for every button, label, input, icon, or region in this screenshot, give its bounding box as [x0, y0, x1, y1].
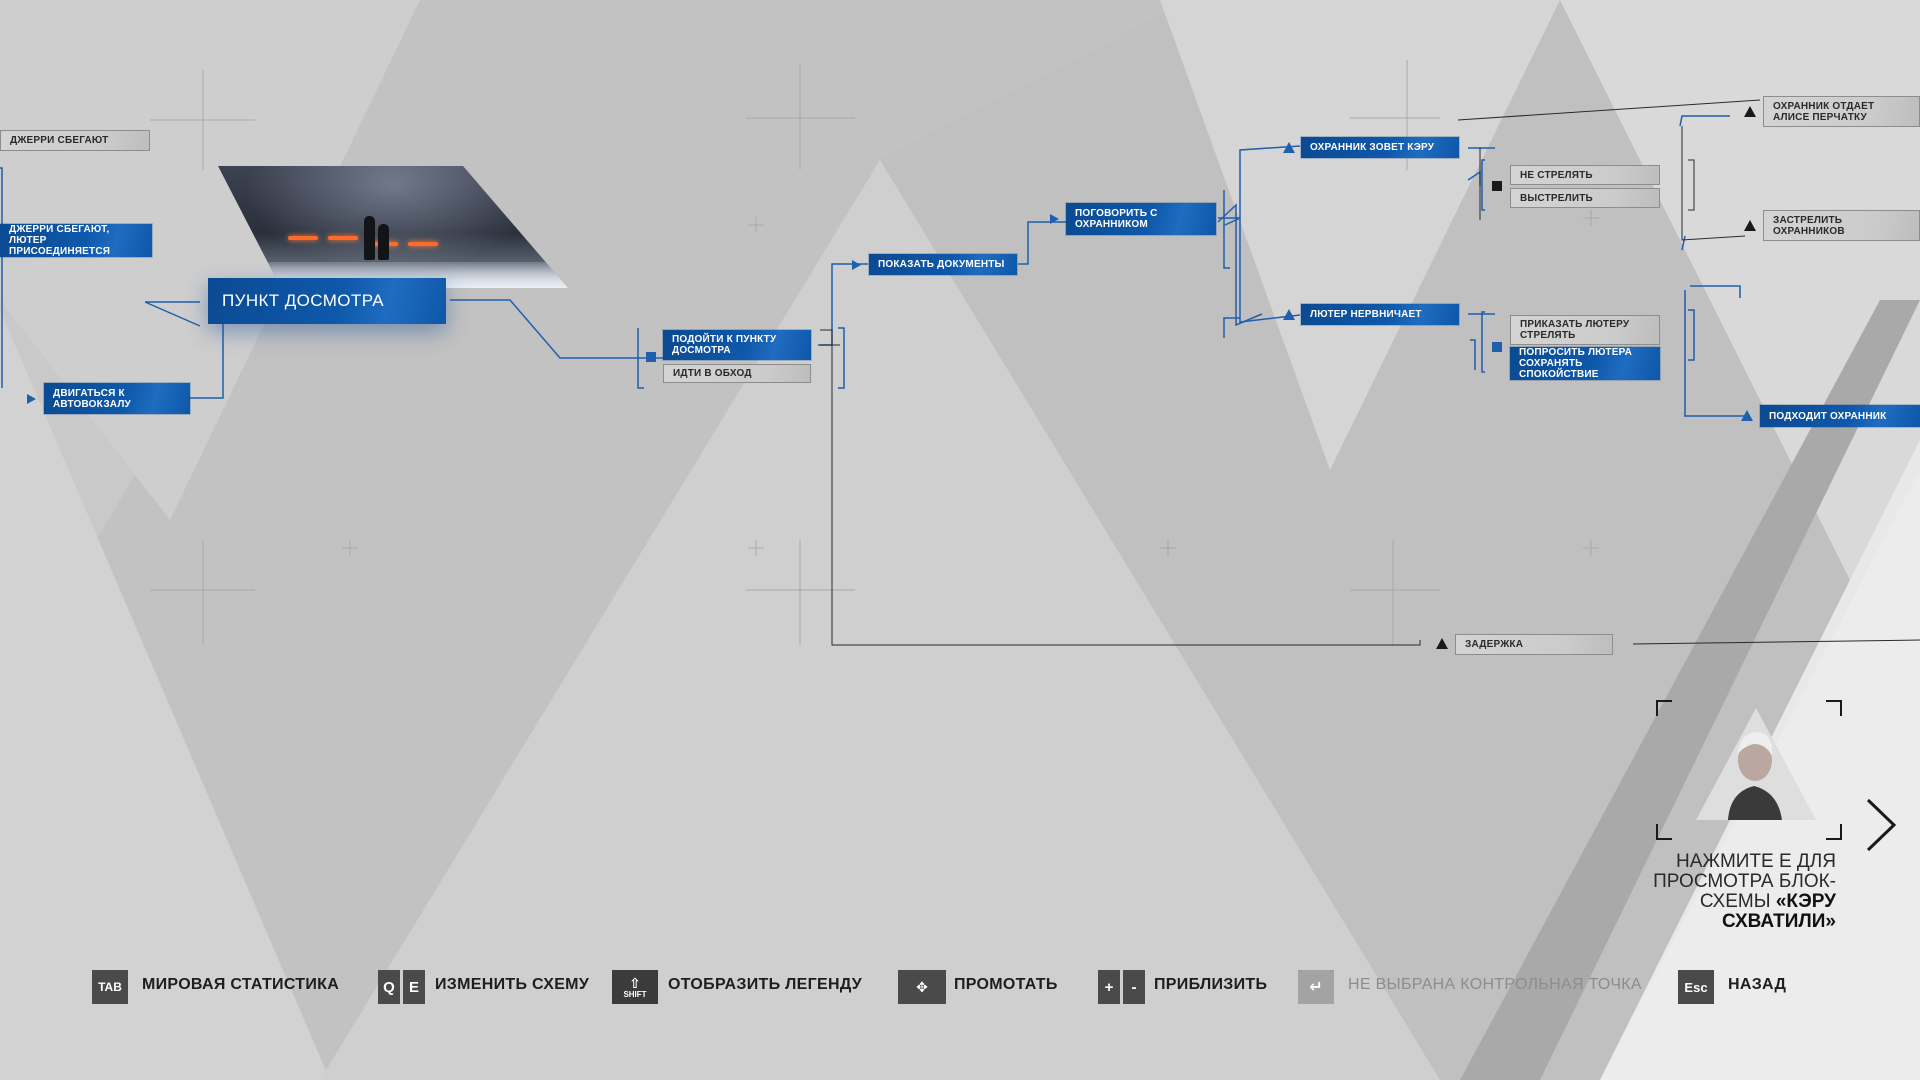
q-key[interactable]: Q — [378, 970, 400, 1004]
back-button[interactable]: Назад — [1728, 976, 1787, 993]
zoom-button[interactable]: Приблизить — [1154, 976, 1268, 993]
portrait-image — [1696, 708, 1816, 820]
node-go-around[interactable]: Идти в обход — [663, 364, 811, 383]
show-legend-button[interactable]: Отобразить легенду — [668, 976, 862, 993]
checkpoint-status: Не выбрана контрольная точка — [1348, 976, 1642, 993]
triangle-icon — [1744, 106, 1756, 117]
choice-icon — [646, 352, 656, 362]
node-talk-guard[interactable]: Поговорить с охранником — [1066, 203, 1216, 235]
change-scheme-button[interactable]: Изменить схему — [435, 976, 590, 993]
chevron-right-icon[interactable] — [1862, 796, 1902, 854]
enter-key-icon: ↵ — [1298, 970, 1334, 1004]
shift-key-label: SHIFT — [623, 989, 647, 999]
preview-chapter-name: «Кэру схватили» — [1721, 891, 1836, 932]
choice-icon — [1492, 181, 1502, 191]
esc-key[interactable]: Esc — [1678, 970, 1714, 1004]
arrow-icon — [27, 394, 36, 404]
triangle-icon — [1741, 410, 1753, 421]
move-icon[interactable]: ✥ — [898, 970, 946, 1004]
node-shoot-guards[interactable]: Застрелить охранников — [1763, 210, 1920, 241]
node-go-bus[interactable]: Двигаться к автовокзалу — [44, 383, 190, 414]
node-jerry-flee-luther[interactable]: Джерри сбегают, Лютер присоединяется — [0, 224, 152, 257]
zoom-plus-key[interactable]: + — [1098, 970, 1120, 1004]
preview-line1: Нажмите E для просмотра блок-схемы — [1653, 851, 1836, 912]
node-ask-luther-calm[interactable]: Попросить Лютера сохранять спокойствие — [1510, 347, 1660, 380]
node-jerry-flee[interactable]: Джерри сбегают — [0, 130, 150, 151]
node-shoot[interactable]: Выстрелить — [1510, 188, 1660, 208]
shift-arrow-icon: ⇧ — [629, 974, 641, 991]
arrow-icon — [852, 260, 861, 270]
choice-icon — [1492, 342, 1502, 352]
node-guard-calls-kara[interactable]: Охранник зовет Кэру — [1301, 137, 1459, 158]
shift-key[interactable]: ⇧ SHIFT — [612, 970, 658, 1004]
arrow-icon — [1050, 214, 1059, 224]
preview-caption: Нажмите E для просмотра блок-схемы «Кэру… — [1600, 852, 1836, 932]
node-approach-checkpoint[interactable]: Подойти к пункту досмотра — [663, 330, 811, 360]
tab-key[interactable]: TAB — [92, 970, 128, 1004]
node-show-docs[interactable]: Показать документы — [869, 254, 1017, 275]
e-key[interactable]: E — [403, 970, 425, 1004]
node-order-luther-shoot[interactable]: Приказать Лютеру стрелять — [1510, 315, 1660, 345]
next-chapter-preview[interactable] — [1656, 700, 1842, 840]
zoom-minus-key[interactable]: - — [1123, 970, 1145, 1004]
triangle-icon — [1283, 142, 1295, 153]
scroll-button[interactable]: Промотать — [954, 976, 1058, 993]
world-stats-button[interactable]: Мировая статистика — [142, 976, 340, 993]
node-dont-shoot[interactable]: Не стрелять — [1510, 165, 1660, 185]
triangle-icon — [1283, 309, 1295, 320]
node-guard-gives-glove[interactable]: Охранник отдает Алисе перчатку — [1763, 96, 1920, 127]
triangle-icon — [1436, 638, 1448, 649]
node-delay[interactable]: Задержка — [1455, 634, 1613, 655]
node-main-checkpoint[interactable]: Пункт досмотра — [208, 278, 446, 324]
node-luther-nervous[interactable]: Лютер нервничает — [1301, 304, 1459, 325]
triangle-icon — [1744, 220, 1756, 231]
node-guard-approaches[interactable]: Подходит охранник — [1760, 405, 1920, 427]
